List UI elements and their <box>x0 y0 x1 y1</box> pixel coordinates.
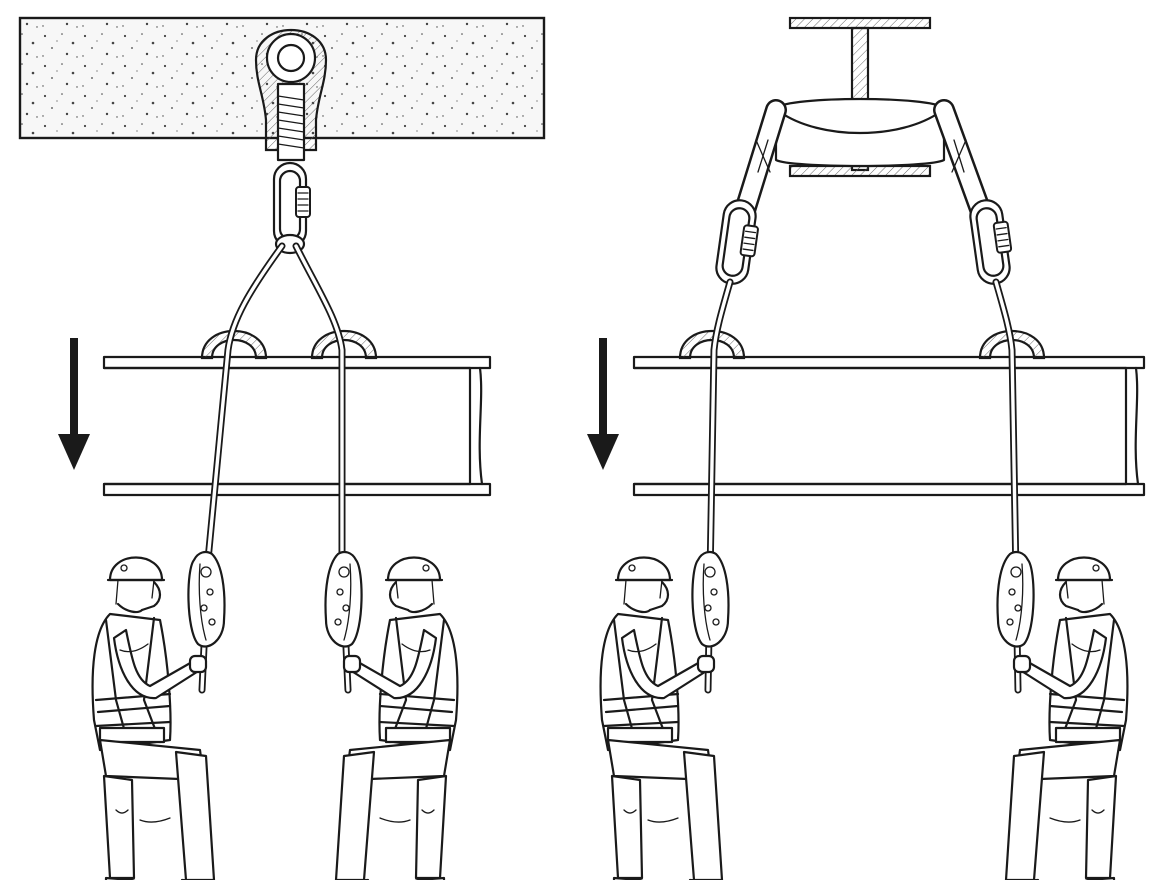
i-beam-left <box>102 355 492 497</box>
ropes-right <box>704 278 1022 694</box>
panel-right <box>587 16 1146 880</box>
down-arrow-left <box>58 338 90 470</box>
descender-left-a <box>187 550 226 648</box>
i-beam-right <box>632 355 1146 497</box>
descender-right-a <box>691 550 730 648</box>
sling-carabiner-right <box>967 196 1017 287</box>
descender-left-b <box>324 550 363 648</box>
eyebolt-anchor <box>254 29 328 162</box>
panel-left <box>18 16 546 880</box>
descender-right-b <box>996 550 1035 648</box>
down-arrow-right <box>587 338 619 470</box>
anchor-sling <box>731 97 995 231</box>
sling-carabiner-left <box>713 197 763 288</box>
